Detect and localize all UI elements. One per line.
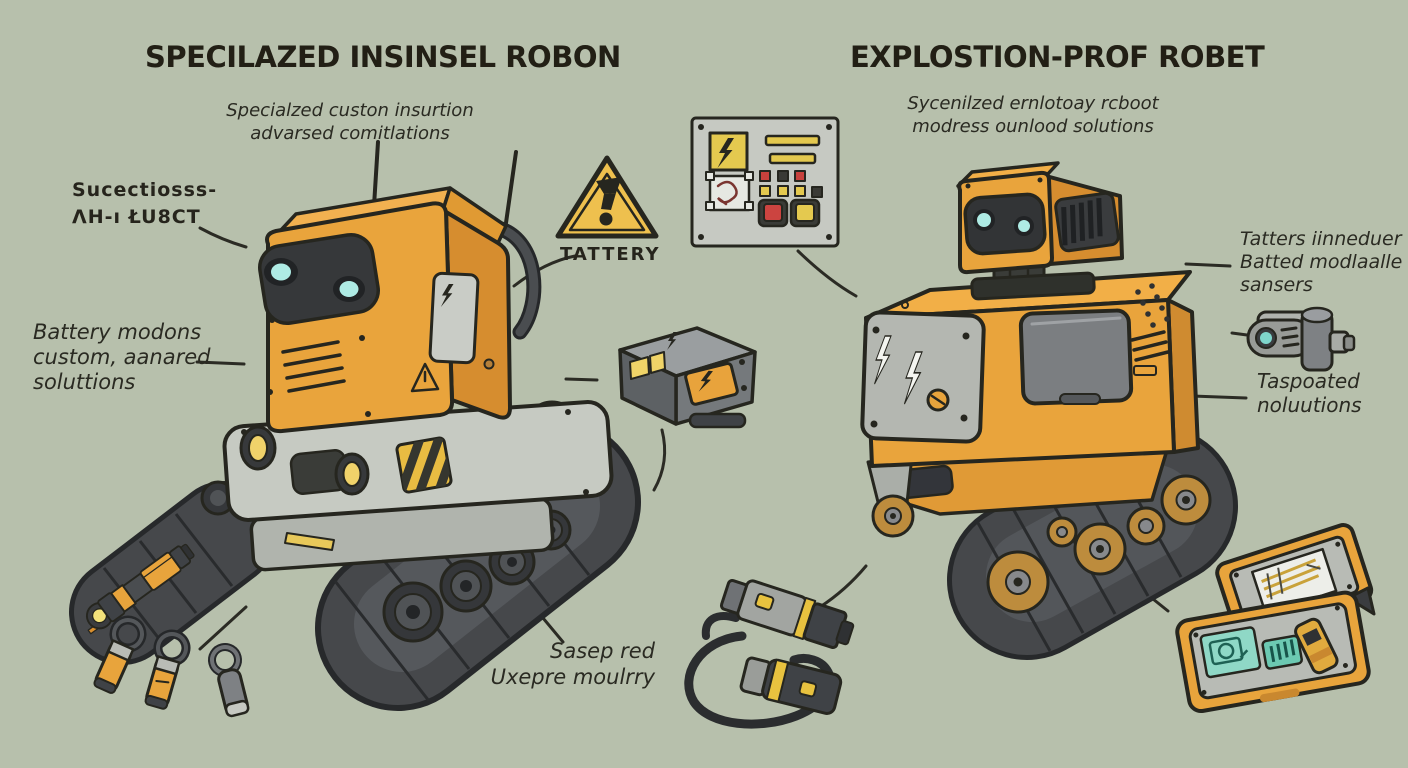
cable-connector-b [739,656,843,715]
solutions-label: Taspoated noluutions [1257,369,1402,417]
panel-bar [764,134,821,147]
sensors-label-line2: Batted modlaalle [1240,251,1403,273]
sensor-device [1246,306,1356,372]
right-title: EXPLOSTION-PROF ROBET [850,40,1265,74]
sensors-label: Tatters iinneduer Batted modlaalle sanse… [1240,228,1405,297]
battery-label [684,362,739,406]
sensors-label-line1: Tatters iinneduer [1240,228,1402,250]
pull-tool-1 [93,615,147,694]
body-grille-lines [1130,330,1170,376]
left-subtitle-line1: Specialzed custon insurtion [226,100,474,121]
side-battery-pack [1018,308,1134,406]
right-robot-body [860,270,1200,468]
right-subtitle-line2: modress ounlood solutions [912,116,1154,137]
left-title: SPECILAZED INSINSEL ROBON [145,40,621,74]
left-robot-head [258,186,512,434]
right-subtitle-line1: Sycenilzed ernlotoay rcboot [907,93,1159,114]
left-subtitle-line2: advarsed comitlations [250,123,450,144]
right-robot-head [956,161,1124,275]
front-plate [860,310,986,444]
pull-tool-2 [144,629,191,710]
solutions-label-line1: Taspoated [1257,369,1360,393]
body-dots [1135,283,1170,328]
headlight-left [239,425,277,471]
case-screen-2 [1261,634,1303,670]
control-panel [690,116,840,248]
left-robot-chassis [222,400,614,572]
right-robot-road-wheels [986,474,1212,614]
head-grille [1054,191,1120,253]
stamp-seal [705,171,754,212]
flashlight [85,543,195,635]
chassis-yellow-strip [284,532,335,551]
panel-bar [768,152,817,165]
pull-tool-3 [208,643,250,718]
right-robot [860,161,1238,660]
code-label-line1: Sucectiosss- [72,179,218,201]
toolkit-case [1175,523,1376,714]
left-robot-eyes [264,258,365,302]
indicator-squares [759,170,823,198]
sensors-label-line3: sansers [1240,274,1313,296]
solutions-label-line2: noluutions [1257,393,1362,417]
left-robot-road-wheels [382,509,572,643]
right-robot-tracks [947,426,1238,660]
small-warning-triangle-icon [410,362,440,393]
vent-lines [281,340,346,393]
right-subtitle: Sycenilzed ernlotoay rcboot modress ounl… [893,92,1173,138]
case-screen-1 [1199,626,1262,679]
power-cable [684,579,855,729]
battery-label: Battery modons custom, aanared soluttion… [33,320,233,395]
battery-label-line2: custom, aanared [33,345,211,369]
case-device [1294,617,1339,675]
code-label: Sucectiosss- ΛH-ı ŁU8CT [72,177,292,231]
side-access-panel [428,271,480,365]
left-subtitle: Specialzed custon insurtion advarsed com… [185,99,515,145]
right-robot-eyes [973,209,1034,236]
sensor-lens [1260,332,1272,344]
left-robot-antennae [372,140,542,340]
right-robot-front-fork [866,454,915,538]
yellow-button [789,198,821,228]
battery-label-line3: soluttions [33,370,136,394]
case-hinge [1346,586,1376,616]
warning-triangle-icon [555,155,659,239]
battery-label-line1: Battery modons [33,320,202,344]
red-button [757,198,789,228]
cable-connector-a [719,579,855,650]
warning-label: TATTERY [560,244,661,265]
bottom-left-label-line1: Sasep red [550,639,655,663]
headlight-right [334,452,370,496]
code-label-line2: ΛH-ı ŁU8CT [72,206,201,228]
bottom-left-label: Sasep red Uxepre moulrry [470,638,655,690]
case-base [1175,590,1371,714]
battery-module [618,326,757,429]
bottom-left-label-line2: Uxepre moulrry [490,665,655,689]
